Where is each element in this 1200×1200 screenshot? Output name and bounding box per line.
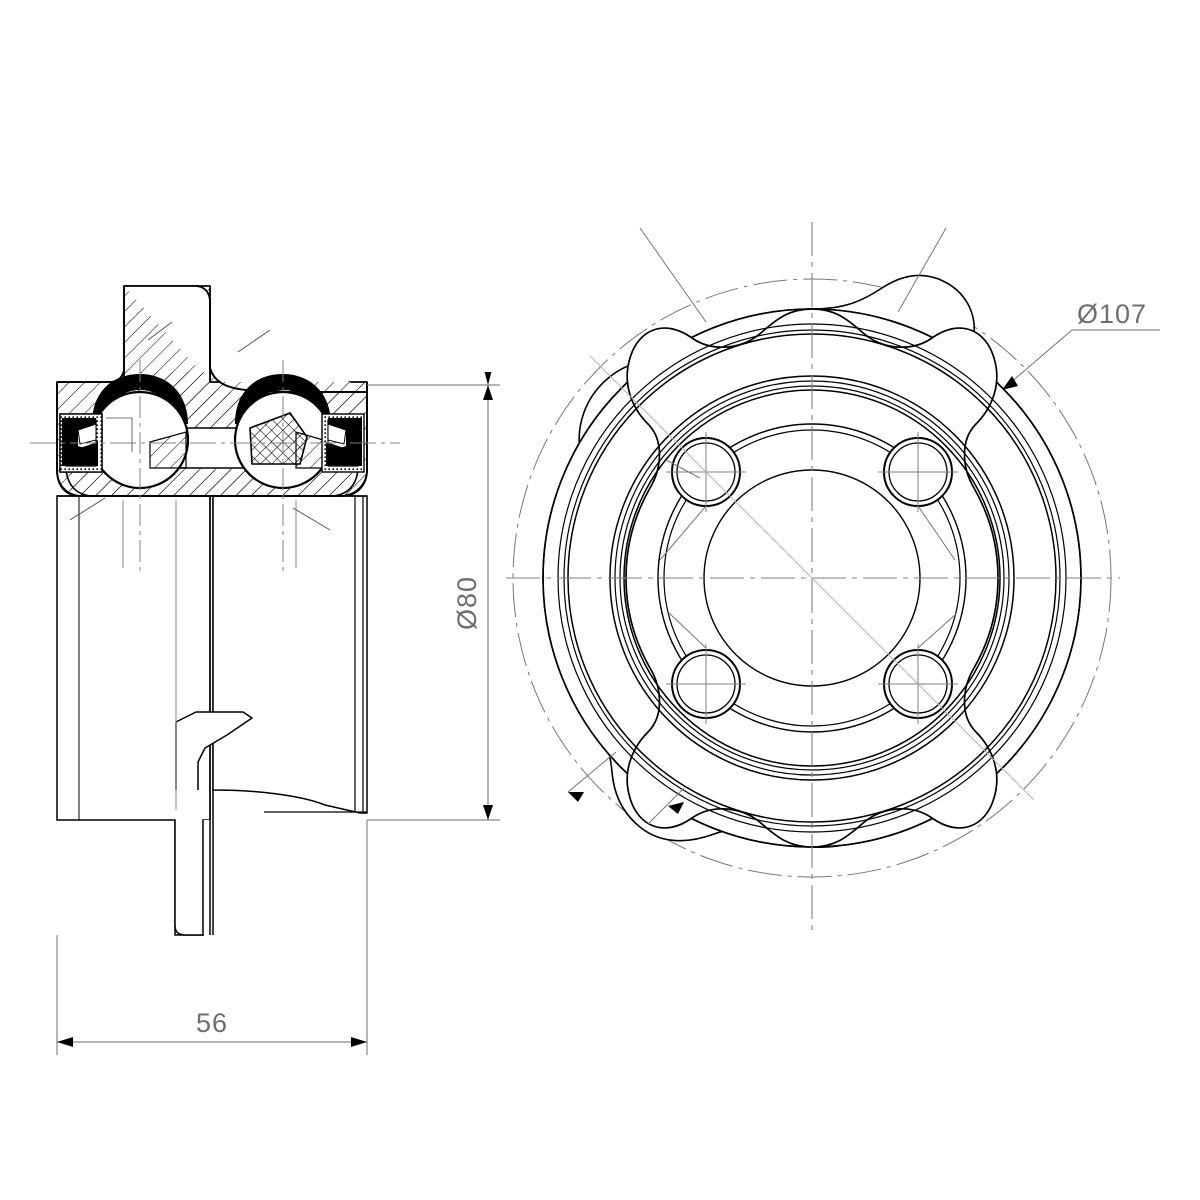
dimension-width-56: 56 bbox=[56, 820, 368, 1055]
front-view-leaders bbox=[567, 227, 957, 825]
section-lower-body bbox=[56, 495, 368, 936]
front-view bbox=[506, 222, 1120, 932]
dimension-diameter-107: Ø107 bbox=[1001, 299, 1160, 391]
dimension-label-bolt-circle: Ø107 bbox=[1077, 299, 1147, 329]
bolt-hole-lower-left bbox=[666, 644, 746, 724]
bolt-hole-upper-right bbox=[878, 432, 958, 512]
section-view bbox=[30, 285, 400, 936]
section-centerlines bbox=[30, 360, 400, 575]
front-view-centerlines bbox=[506, 222, 1120, 932]
dimension-label-outer-diameter: Ø80 bbox=[452, 576, 482, 630]
dimension-label-width: 56 bbox=[196, 1008, 228, 1038]
dimension-diameter-80: Ø80 bbox=[367, 372, 500, 821]
